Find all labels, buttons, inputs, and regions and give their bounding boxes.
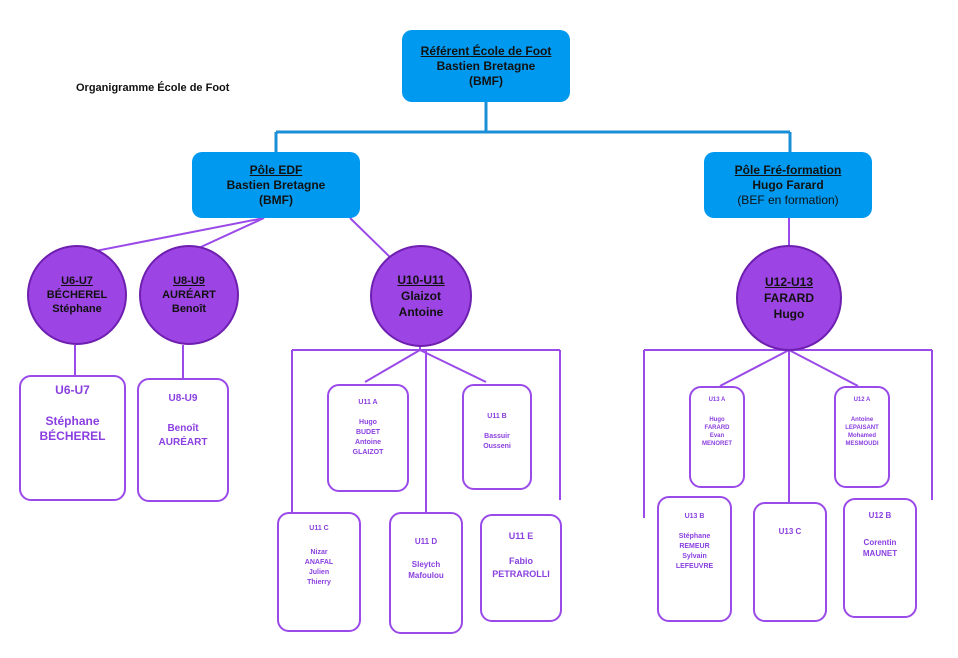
card-u13c: U13 C (753, 502, 827, 622)
pole-edf-name: Bastien Bretagne (226, 177, 326, 192)
card-u8u9: U8-U9 Benoît AURÉART (137, 378, 229, 502)
referent-box: Référent École de Foot Bastien Bretagne … (402, 30, 570, 102)
connector-edf-u6u7 (74, 217, 265, 256)
pole-edf-sub: (BMF) (259, 192, 293, 207)
card-u11b-l2: Ousseni (483, 443, 511, 450)
card-u11e: U11 E Fabio PETRAROLLI (480, 514, 562, 622)
card-u12a-l3: Mohamed (847, 433, 876, 439)
card-u13a-l1: Hugo (709, 417, 725, 423)
chart-title: Organigramme École de Foot (76, 82, 230, 94)
circle-u8u9-l2: Benoît (171, 303, 207, 315)
card-u13a-l3: Evan (709, 433, 725, 439)
card-u12a: U12 A Antoine LEPAISANT Mohamed MESMOUDI (834, 386, 890, 488)
card-u13b-l3: Sylvain (682, 553, 707, 560)
card-u12b-l2: MAUNET (862, 549, 898, 558)
circle-u6u7-l1: BÉCHEREL (46, 289, 108, 301)
card-u11d-heading: U11 D (414, 537, 438, 546)
card-u6u7-l2: BÉCHEREL (39, 429, 106, 443)
card-u11c: U11 C Nizar ANAFAL Julien Thierry (277, 512, 361, 632)
pole-pre-box: Pôle Fré-formation Hugo Farard (BEF en f… (704, 152, 872, 218)
referent-name: Bastien Bretagne (436, 58, 536, 73)
circle-u6u7: U6-U7 BÉCHEREL Stéphane (27, 245, 127, 345)
card-u12a-l2: LEPAISANT (845, 425, 879, 431)
card-u13b-heading: U13 B (684, 513, 705, 520)
card-u11d-l1: Sleytch (411, 560, 441, 569)
pole-edf-box: Pôle EDF Bastien Bretagne (BMF) (192, 152, 360, 218)
card-u13b-l4: LEFEUVRE (675, 563, 714, 570)
circle-u10u11-l2: Antoine (398, 305, 444, 319)
card-u11b-l1: Bassuir (484, 433, 510, 440)
card-u11b: U11 B Bassuir Ousseni (462, 384, 532, 490)
circle-u8u9-heading: U8-U9 (173, 275, 205, 287)
card-u6u7-heading: U6-U7 (55, 383, 90, 397)
card-u12b-l1: Corentin (863, 538, 897, 547)
connector-edf-u10u11 (349, 217, 396, 263)
referent-sub: (BMF) (469, 73, 503, 88)
card-u13a-l2: FARARD (704, 425, 730, 431)
pole-pre-heading: Pôle Fré-formation (734, 162, 842, 177)
card-u11a-l3: Antoine (354, 439, 382, 446)
card-u12a-heading: U12 A (853, 397, 871, 403)
circle-u10u11-l1: Glaizot (400, 289, 441, 303)
card-u6u7-l1: Stéphane (45, 414, 100, 428)
connector-u10-u11a (364, 349, 421, 383)
card-u11e-l2: PETRAROLLI (492, 569, 550, 579)
circle-u12u13-heading: U12-U13 (764, 275, 814, 289)
pole-pre-name: Hugo Farard (752, 177, 824, 192)
pole-pre-sub: (BEF en formation) (737, 192, 839, 207)
card-u12a-l1: Antoine (850, 417, 874, 423)
pole-edf-heading: Pôle EDF (249, 162, 303, 177)
card-u11b-heading: U11 B (487, 413, 507, 420)
circle-u10u11: U10-U11 Glaizot Antoine (370, 245, 472, 347)
card-u13a-heading: U13 A (708, 397, 726, 403)
circle-u12u13-l1: FARARD (764, 291, 814, 305)
card-u12a-l4: MESMOUDI (845, 441, 879, 447)
circle-u12u13: U12-U13 FARARD Hugo (736, 245, 842, 351)
card-u13a: U13 A Hugo FARARD Evan MENORET (689, 386, 745, 488)
connector-u10-u11b (419, 349, 487, 383)
card-u12b: U12 B Corentin MAUNET (843, 498, 917, 618)
card-u11a-heading: U11 A (358, 399, 378, 406)
card-u12b-heading: U12 B (868, 511, 892, 520)
circle-u8u9: U8-U9 AURÉART Benoît (139, 245, 239, 345)
card-u11a-l2: BUDET (355, 429, 381, 436)
card-u8u9-l2: AURÉART (158, 437, 208, 448)
card-u11c-l1: Nizar (310, 549, 328, 556)
circle-u6u7-heading: U6-U7 (61, 275, 93, 287)
card-u13b: U13 B Stéphane REMEUR Sylvain LEFEUVRE (657, 496, 732, 622)
card-u11a-l1: Hugo (359, 419, 377, 426)
referent-heading: Référent École de Foot (420, 43, 552, 58)
card-u13c-heading: U13 C (778, 527, 802, 536)
card-u13b-l2: REMEUR (679, 543, 710, 550)
circle-u12u13-l2: Hugo (773, 307, 805, 321)
circle-u10u11-heading: U10-U11 (397, 273, 445, 287)
connector-u12-u13a (719, 349, 790, 387)
card-u11d: U11 D Sleytch Mafoulou (389, 512, 463, 634)
card-u6u7: U6-U7 Stéphane BÉCHEREL (19, 375, 126, 501)
connector-u12-u12a (788, 349, 859, 387)
card-u11a: U11 A Hugo BUDET Antoine GLAIZOT (327, 384, 409, 492)
card-u13a-l4: MENORET (702, 441, 732, 447)
card-u11c-l4: Thierry (307, 579, 331, 586)
circle-u8u9-l1: AURÉART (162, 289, 216, 301)
card-u11e-l1: Fabio (509, 556, 533, 566)
card-u11c-l3: Julien (308, 569, 330, 576)
card-u8u9-heading: U8-U9 (168, 393, 198, 404)
circle-u6u7-l2: Stéphane (52, 303, 102, 315)
card-u11c-l2: ANAFAL (304, 559, 334, 566)
card-u11c-heading: U11 C (309, 525, 329, 532)
card-u11e-heading: U11 E (508, 531, 534, 541)
card-u13b-l1: Stéphane (678, 533, 711, 540)
card-u11d-l2: Mafoulou (408, 571, 444, 580)
card-u8u9-l1: Benoît (167, 423, 199, 434)
card-u11a-l4: GLAIZOT (352, 449, 384, 456)
